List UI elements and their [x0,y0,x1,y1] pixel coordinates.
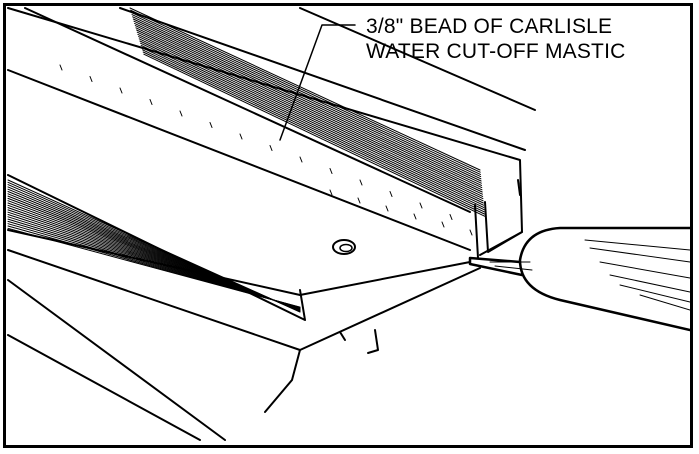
tick-mark [179,110,183,117]
lower-rib-band [7,179,301,313]
rib-line [136,31,483,195]
rib-line [130,11,481,175]
tick-mark [469,229,473,236]
tick-mark [329,189,333,196]
caulk-tube [468,226,690,332]
tick-mark [329,168,333,174]
tick-mark [389,191,393,197]
rib-line [138,36,484,200]
rib-line [134,22,483,186]
lower-flashing [7,174,481,441]
rib-line [129,7,481,171]
tick-mark [359,179,363,186]
tick-mark [441,221,445,228]
tick-mark [89,76,93,82]
rib-line [135,27,483,191]
rib-line [139,40,484,204]
rib-line [143,53,486,217]
tick-mark [413,213,417,220]
rib-line [137,33,484,197]
tick-mark [119,87,123,94]
rib-line [133,20,482,184]
detail-drawing [7,7,690,441]
rib-line [141,47,485,211]
tick-mark [209,122,213,128]
callout-leader [279,24,356,141]
rib-line [130,9,481,173]
rib-line [131,14,482,178]
rib-line [140,42,485,206]
rib-line [142,49,485,213]
tick-mark [419,202,423,209]
rib-line [140,44,485,208]
tick-mark [149,99,153,105]
edge-ticks [59,64,473,236]
tick-mark [357,197,361,204]
rib-line [142,51,485,215]
tick-mark [269,145,273,151]
tick-mark [59,64,63,71]
mastic-callout: 3/8" BEAD OF CARLISLE WATER CUT-OFF MAST… [366,14,625,64]
upper-rib-band [129,7,486,217]
vertical-leg [474,179,523,259]
callout-line-1: 3/8" BEAD OF CARLISLE [366,15,613,38]
rib-line [7,227,301,308]
tick-mark [239,133,243,140]
tick-mark [449,214,453,220]
rib-line [132,18,482,182]
rib-line [136,29,483,193]
drawing-frame: 3/8" BEAD OF CARLISLE WATER CUT-OFF MAST… [3,3,693,448]
fastener-hole-inner [339,243,353,253]
tick-mark [299,156,303,163]
fastener-hole [332,239,356,255]
rib-line [132,16,482,180]
callout-line-2: WATER CUT-OFF MASTIC [366,40,626,63]
rib-line [134,25,483,189]
rib-line [138,38,484,202]
tick-mark [385,205,389,212]
